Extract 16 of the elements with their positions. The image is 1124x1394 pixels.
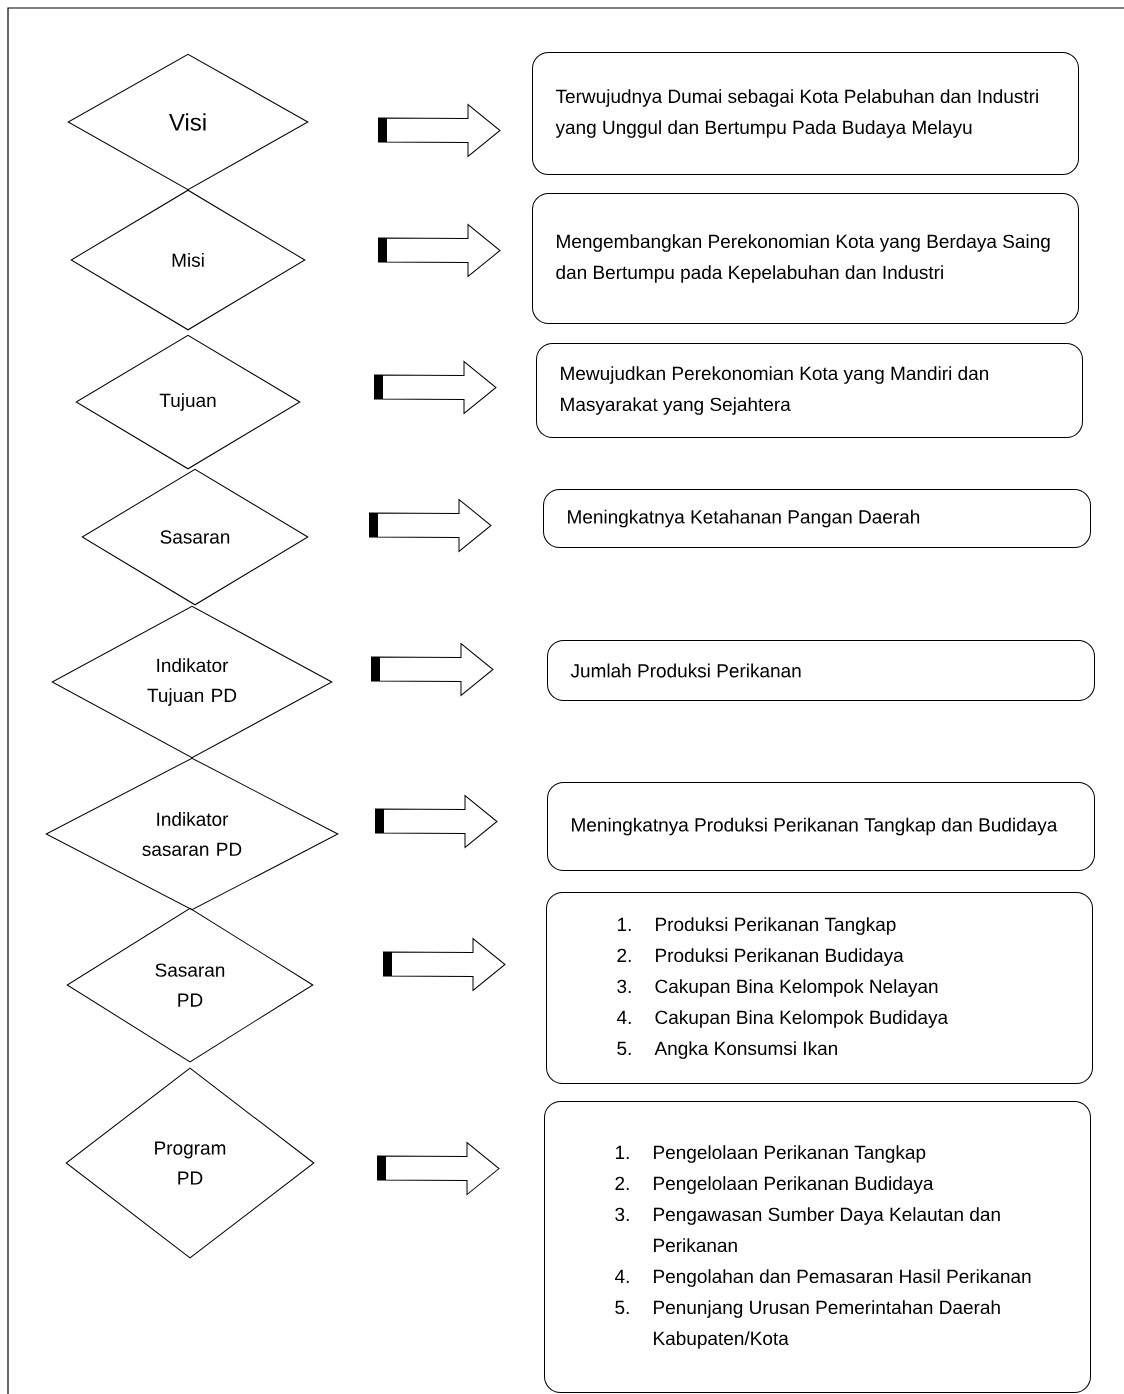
text-box: Meningkatnya Ketahanan Pangan Daerah bbox=[543, 489, 1091, 548]
block-arrow bbox=[374, 361, 497, 414]
text-box: Meningkatnya Produksi Perikanan Tangkap dan Budidaya bbox=[547, 782, 1095, 871]
block-arrow bbox=[371, 643, 494, 696]
block-arrow bbox=[377, 1142, 500, 1195]
list-box: 1. Produksi Perikanan Tangkap 2. Produksi Perikanan Budidaya 3. Cakupan Bina Kelompok Nelayan 4. Cakupan Bina Kelompok Budidaya 5. Angka Konsumsi Ikan bbox=[546, 892, 1093, 1084]
text-box: Mewujudkan Perekonomian Kota yang Mandiri dan Masyarakat yang Sejahtera bbox=[536, 343, 1083, 438]
list-box: 1. Pengelolaan Perikanan Tangkap 2. Pengelolaan Perikanan Budidaya 3. Pengawasan Sumber Daya Kelautan dan Perikanan 4. Pengolahan dan Pemasaran Hasil Perikanan 5. Penunjang Urusan Pemerintahan Daerah Kabupaten/Kota bbox=[544, 1101, 1091, 1393]
block-arrow bbox=[378, 104, 501, 157]
text-box: Mengembangkan Perekonomian Kota yang Berdaya Saing dan Bertumpu pada Kepelabuhan dan Industri bbox=[532, 193, 1079, 324]
text-box: Jumlah Produksi Perikanan bbox=[547, 640, 1095, 701]
block-arrow bbox=[375, 795, 498, 848]
block-arrow bbox=[369, 499, 492, 552]
text-box: Terwujudnya Dumai sebagai Kota Pelabuhan dan Industri yang Unggul dan Bertumpu Pada Budaya Melayu bbox=[532, 52, 1079, 175]
block-arrow bbox=[378, 224, 501, 277]
block-arrow bbox=[383, 938, 506, 991]
